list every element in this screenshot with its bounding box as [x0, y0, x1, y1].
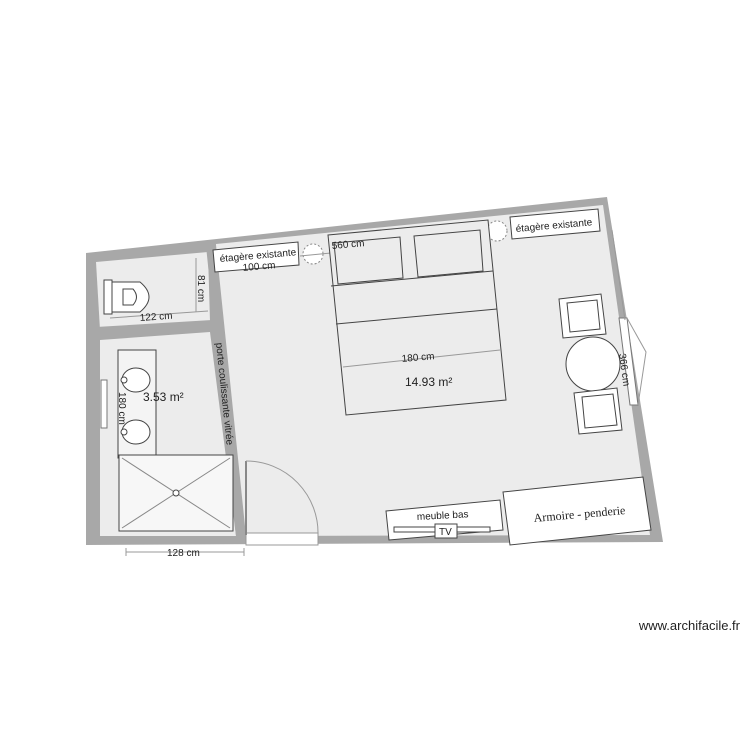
main-area-label: 14.93 m² — [405, 375, 452, 389]
wall-bath-main — [206, 245, 246, 536]
wc-depth-label: 81 cm — [195, 275, 206, 302]
shelf-right — [509, 208, 601, 240]
bed-width-dim-line — [342, 349, 501, 368]
lamp-right-icon — [486, 220, 508, 242]
low-cabinet-label: meuble bas — [417, 509, 469, 523]
chair-bottom-seat — [581, 393, 618, 429]
shelf-left — [212, 241, 300, 273]
entry-door-opening — [245, 532, 319, 546]
tv-label-box — [434, 523, 458, 539]
toilet-seat — [122, 288, 137, 306]
wc-width-label: 122 cm — [139, 311, 172, 324]
pillow-left — [333, 236, 404, 285]
toilet-tank — [103, 279, 113, 315]
bed-headboard-line — [330, 270, 494, 287]
bath-window — [100, 379, 108, 429]
watermark[interactable]: www.archifacile.fr — [638, 618, 740, 633]
wardrobe — [502, 476, 652, 546]
pillow-right — [413, 229, 484, 278]
round-table — [565, 336, 621, 392]
chair-top-seat — [566, 299, 601, 333]
entry-door-swing — [245, 460, 319, 536]
room-width-label: 560 cm — [331, 238, 365, 252]
bed-duvet-line — [335, 308, 498, 325]
room-depth-label: 366 cm — [616, 353, 631, 387]
tv-label: TV — [439, 527, 452, 538]
wc-dim-line — [109, 310, 209, 319]
right-window-swing — [626, 317, 647, 406]
bath-area-label: 3.53 m² — [143, 390, 184, 404]
bath-depth-label: 180 cm — [116, 392, 127, 425]
shelf-left-dim: 100 cm — [242, 260, 276, 274]
wall-wc-bath — [96, 320, 213, 337]
bath-width-label: 128 cm — [167, 548, 200, 559]
bed-width-label: 180 cm — [401, 351, 435, 365]
tap-1-icon — [120, 376, 128, 384]
shower-drain-icon — [172, 489, 180, 497]
room-depth-dim-line — [611, 229, 626, 321]
tap-2-icon — [120, 428, 128, 436]
